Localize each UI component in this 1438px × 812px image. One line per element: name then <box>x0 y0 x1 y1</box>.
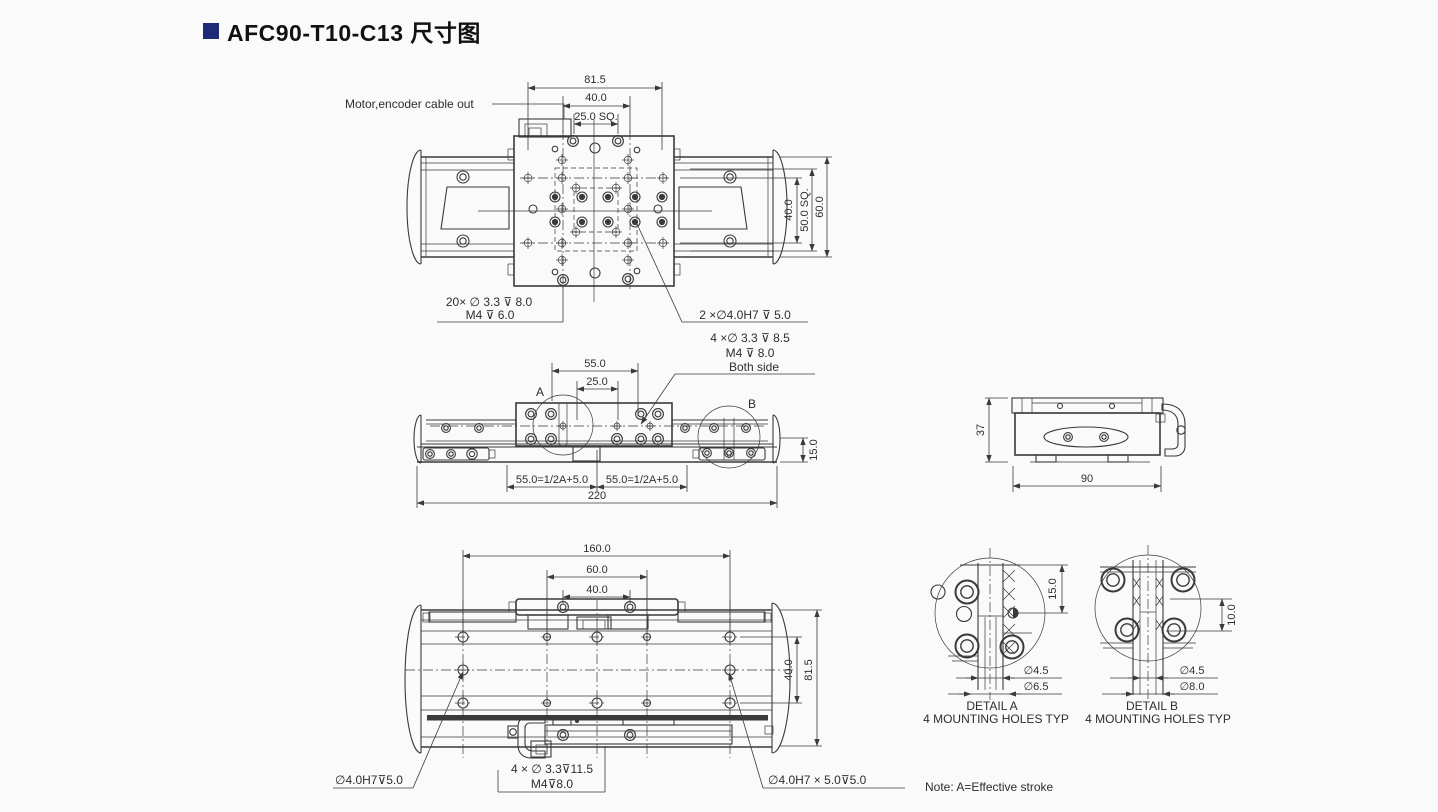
detail-a-subtitle: 4 MOUNTING HOLES TYP <box>923 712 1069 726</box>
dim-detail-a-d65: ∅6.5 <box>1024 681 1049 693</box>
detail-a-view: 15.0 ∅4.5 ∅6.5 DETAIL A 4 MOUNTING HOLES… <box>923 548 1069 726</box>
bottom-view: 160.0 60.0 40.0 40.0 81.5 ∅4.0H7⊽5.0 ∅4.… <box>333 543 905 793</box>
end-view: 37 90 <box>975 397 1186 492</box>
dim-front-55: 55.0 <box>584 358 605 370</box>
dim-bottom-h40: 40.0 <box>783 659 795 680</box>
top-view: Motor,encoder cable out 81.5 40.0 25.0 S… <box>345 74 832 425</box>
dim-top-81-5: 81.5 <box>584 74 605 86</box>
callout-plate-holes-2: M4 ⊽ 6.0 <box>466 308 515 322</box>
motor-cable-label: Motor,encoder cable out <box>345 97 474 111</box>
dim-bottom-160: 160.0 <box>583 543 611 555</box>
callout-bottom-center-1: 4 × ∅ 3.3⊽11.5 <box>511 762 593 776</box>
detail-b-title: DETAIL B <box>1126 699 1178 713</box>
front-view: A B 55.0 25.0 55.0=1/2A+5.0 55.0=1/2A+5.… <box>413 358 820 508</box>
dim-bottom-815: 81.5 <box>803 659 815 680</box>
dim-top-50sq: 50.0 SQ. <box>799 188 811 231</box>
callout-side-holes-1: 4 ×∅ 3.3 ⊽ 8.5 <box>710 331 790 345</box>
dim-end-90: 90 <box>1081 473 1093 485</box>
dim-front-220: 220 <box>588 490 606 502</box>
dim-detail-a-15: 15.0 <box>1047 578 1059 599</box>
title-text: AFC90-T10-C13 尺寸图 <box>227 20 481 46</box>
detail-a-title: DETAIL A <box>966 699 1017 713</box>
detail-b-marker: B <box>748 397 756 411</box>
callout-bottom-center-2: M4⊽8.0 <box>531 777 573 791</box>
dim-end-37: 37 <box>975 424 987 436</box>
callout-pin-holes: 2 ×∅4.0H7 ⊽ 5.0 <box>699 308 791 322</box>
dim-detail-b-10: 10.0 <box>1226 604 1238 625</box>
dim-top-h40: 40.0 <box>783 199 795 220</box>
dim-detail-b-d45: ∅4.5 <box>1180 665 1205 677</box>
dim-top-60: 60.0 <box>814 196 826 217</box>
callout-bottom-right-pin: ∅4.0H7 × 5.0⊽5.0 <box>768 773 867 787</box>
dim-detail-b-d80: ∅8.0 <box>1180 681 1205 693</box>
dim-bottom-60: 60.0 <box>586 564 607 576</box>
dim-front-15: 15.0 <box>808 439 820 460</box>
dim-top-25sq: 25.0 SQ. <box>574 111 617 123</box>
page-title: AFC90-T10-C13 尺寸图 <box>203 14 481 48</box>
callout-side-holes-2: M4 ⊽ 8.0 <box>726 346 775 360</box>
detail-a-marker: A <box>536 385 544 399</box>
dim-bottom-40: 40.0 <box>586 584 607 596</box>
dim-top-40: 40.0 <box>585 92 606 104</box>
note-text: Note: A=Effective stroke <box>925 780 1054 794</box>
callout-both-side: Both side <box>729 360 779 374</box>
detail-b-subtitle: 4 MOUNTING HOLES TYP <box>1085 712 1231 726</box>
dim-front-25: 25.0 <box>586 376 607 388</box>
callout-bottom-left-pin: ∅4.0H7⊽5.0 <box>335 773 403 787</box>
callout-plate-holes-1: 20× ∅ 3.3 ⊽ 8.0 <box>446 295 533 309</box>
title-bullet-square <box>203 23 219 39</box>
dim-front-half-left: 55.0=1/2A+5.0 <box>516 474 588 486</box>
dim-front-half-right: 55.0=1/2A+5.0 <box>606 474 678 486</box>
detail-b-view: 10.0 ∅4.5 ∅8.0 DETAIL B 4 MOUNTING HOLES… <box>1085 545 1238 726</box>
dim-detail-a-d45: ∅4.5 <box>1024 665 1049 677</box>
